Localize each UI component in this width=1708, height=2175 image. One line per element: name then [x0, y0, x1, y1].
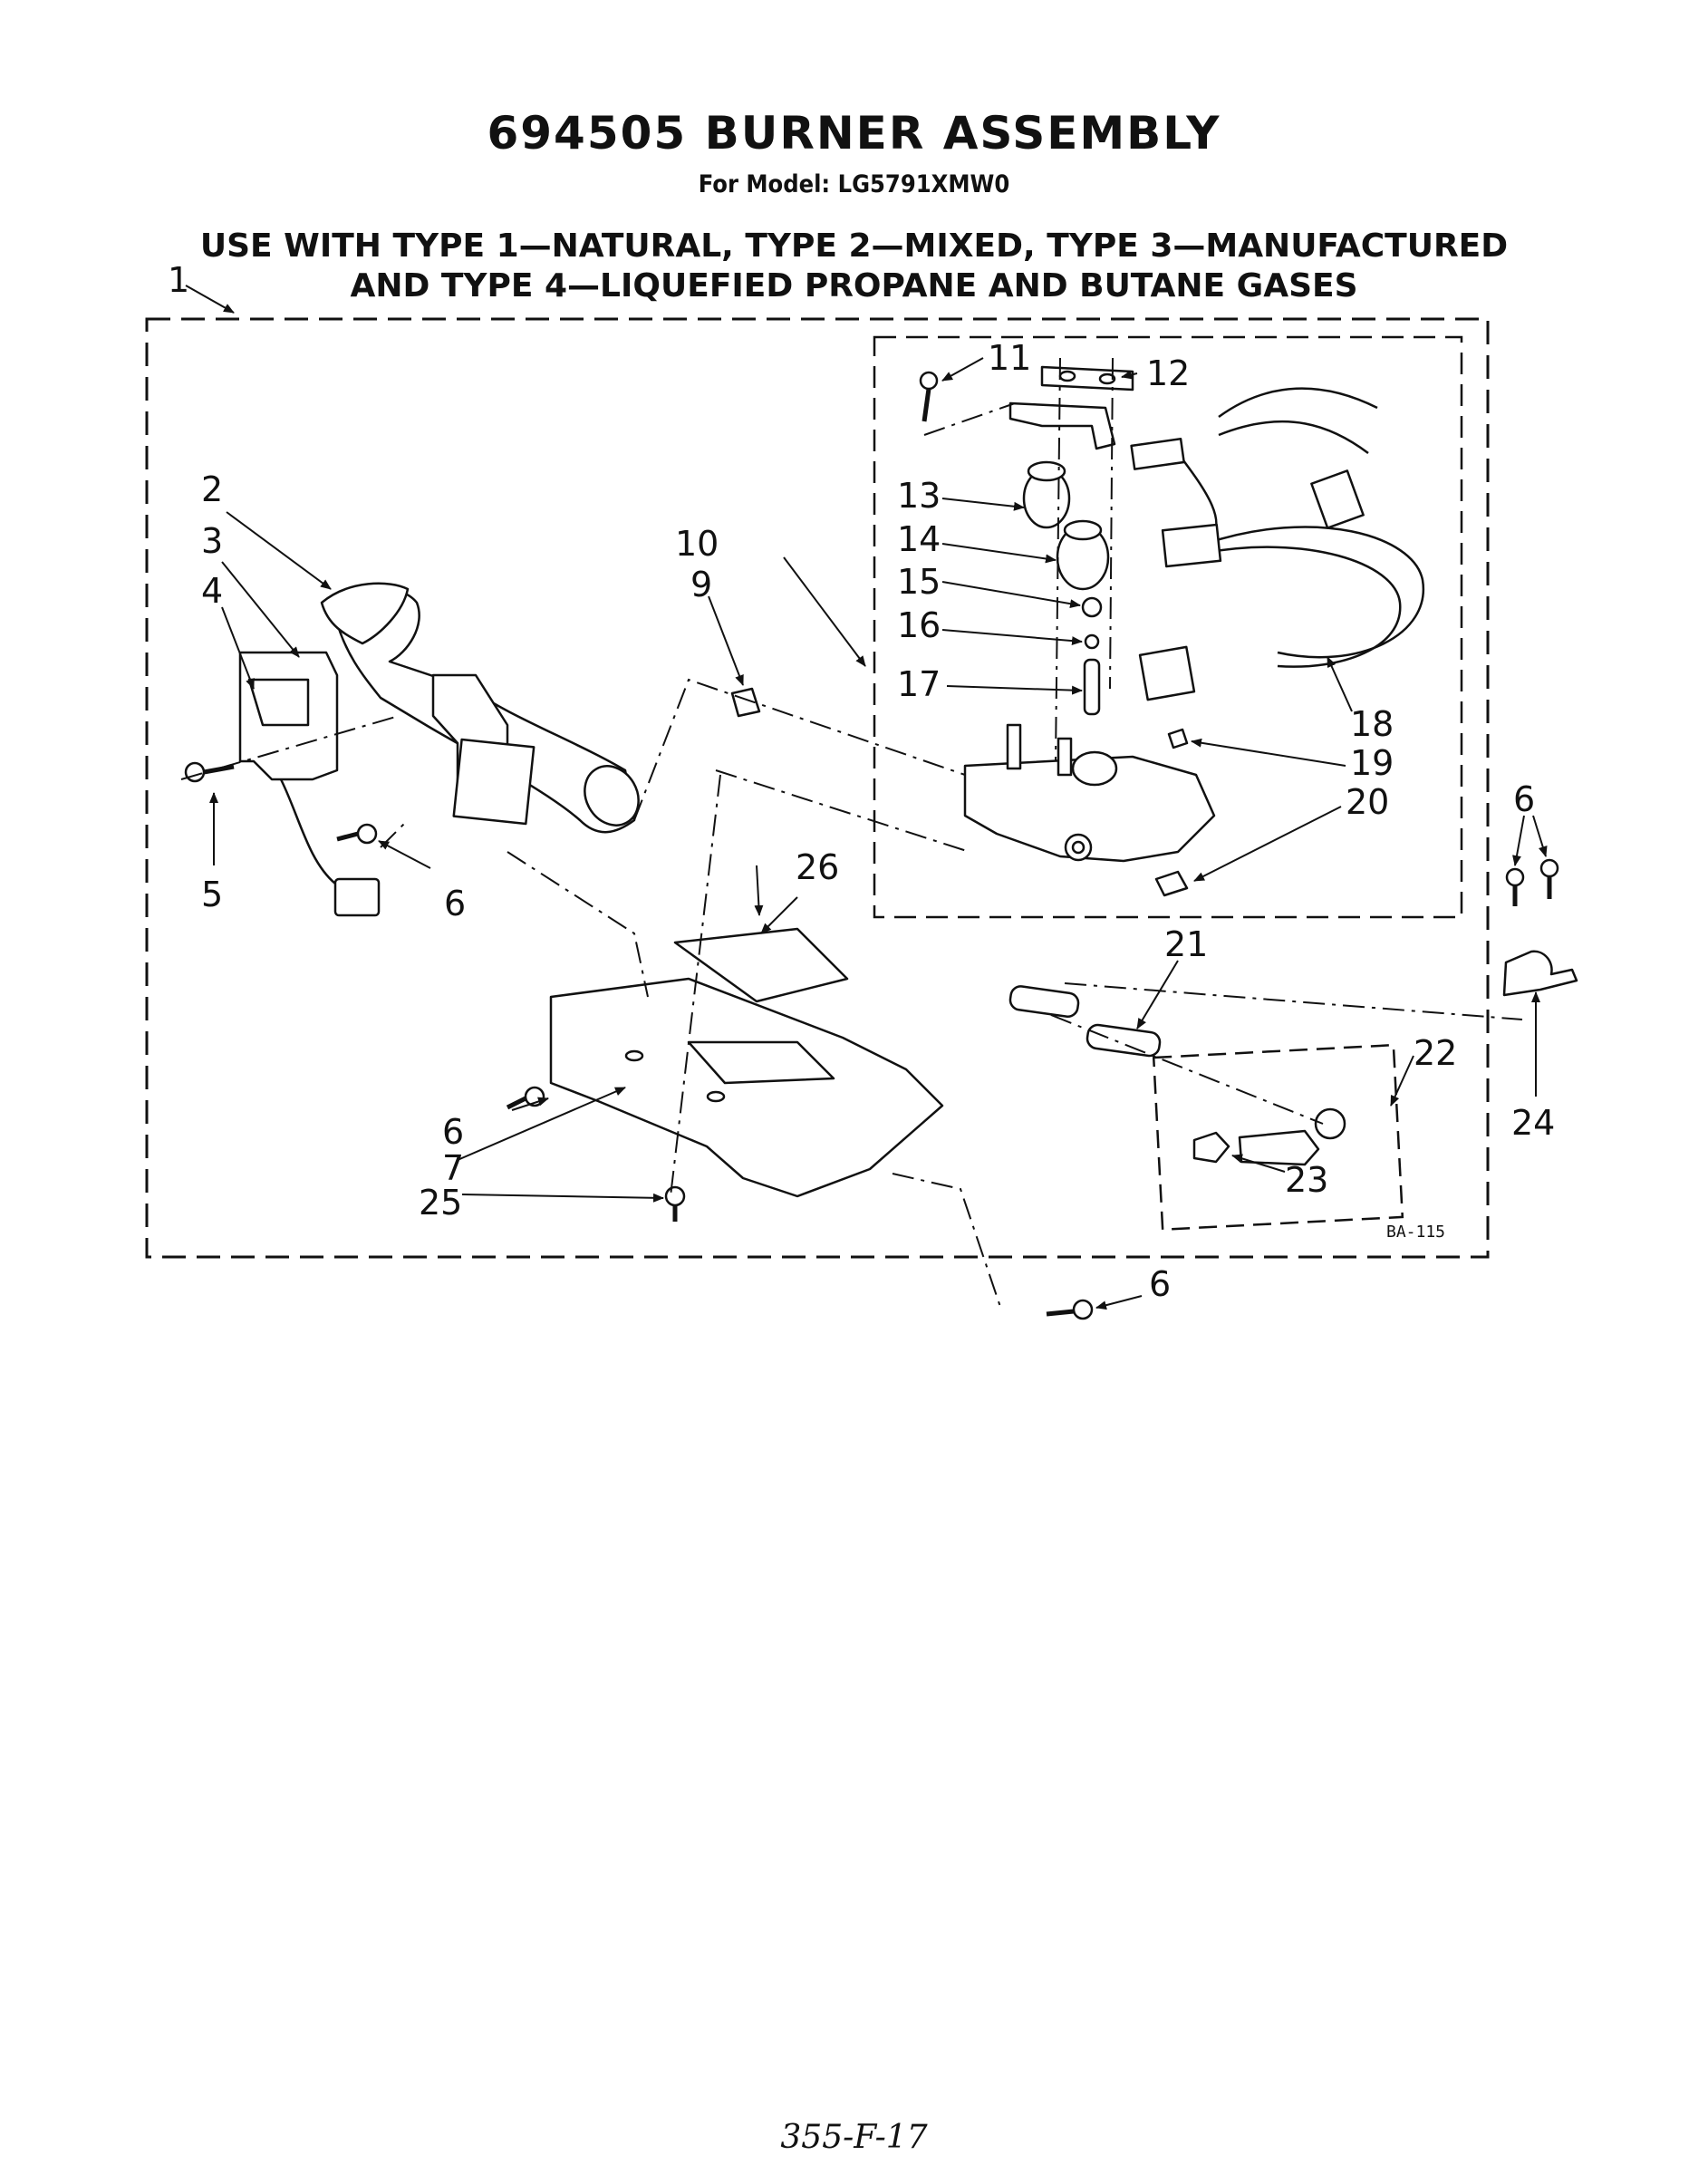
- valve-regulator: [1071, 750, 1118, 787]
- callout-1: 1: [168, 260, 189, 300]
- plate-26: [673, 927, 849, 1003]
- callout-2: 2: [201, 469, 223, 509]
- orifice-tip: [1314, 1107, 1346, 1140]
- clamp-24: [1502, 950, 1578, 997]
- callouts: 1 2 3 4 5 6 6 7 25 6 6 9 10 11 12 13 14 …: [168, 260, 1555, 1304]
- callout-14: 14: [897, 519, 941, 559]
- callout-16: 16: [897, 605, 941, 645]
- valve-post-b: [1057, 737, 1073, 777]
- callout-10: 10: [675, 524, 719, 564]
- callout-19: 19: [1350, 743, 1394, 783]
- screw-6-clamp-b: [1539, 858, 1559, 899]
- callout-21: 21: [1164, 924, 1208, 964]
- callout-9: 9: [690, 565, 712, 604]
- callout-13: 13: [897, 476, 941, 516]
- screw-6-bottom: [1046, 1299, 1094, 1320]
- callout-6-igniter: 6: [444, 884, 466, 923]
- callout-3: 3: [201, 521, 223, 561]
- mounting-plate-12: [1040, 365, 1134, 392]
- callout-26: 26: [796, 847, 839, 887]
- page-title: 694505 BURNER ASSEMBLY: [487, 107, 1221, 160]
- leader-lines: [185, 285, 1540, 1310]
- igniter-connector: [333, 877, 381, 917]
- callout-15: 15: [897, 562, 941, 602]
- diagram-code: BA-115: [1386, 1223, 1445, 1242]
- spring-17: [1083, 658, 1101, 716]
- igniter-element: [247, 678, 310, 727]
- screw-6-bracket: [506, 1086, 545, 1110]
- burner-tube-bell: [320, 582, 410, 645]
- callout-22: 22: [1414, 1033, 1457, 1073]
- assembly-lines: [180, 357, 1523, 1310]
- hex-nut-23: [1192, 1131, 1230, 1164]
- valve-subassembly-boundary: [873, 335, 1463, 919]
- callout-12: 12: [1146, 353, 1190, 393]
- gas-valve-body: [963, 755, 1216, 863]
- screw-25: [664, 1185, 686, 1222]
- callout-6-bracket: 6: [442, 1112, 464, 1152]
- callout-23: 23: [1285, 1160, 1328, 1200]
- callout-25: 25: [419, 1183, 462, 1223]
- callout-18: 18: [1350, 704, 1394, 744]
- screw-11: [919, 371, 939, 422]
- tube-21a: [1008, 985, 1080, 1018]
- callout-5: 5: [201, 875, 223, 914]
- mounting-bracket-12: [1008, 401, 1116, 450]
- valve-post-a: [1006, 723, 1022, 770]
- part-16: [1084, 633, 1100, 650]
- screw-6-igniter: [336, 823, 378, 845]
- leader-lines-extra: [760, 815, 1548, 934]
- callout-11: 11: [988, 338, 1031, 378]
- orifice-subassembly-boundary: [1152, 1043, 1404, 1232]
- callout-6-clamp: 6: [1513, 779, 1535, 819]
- harness-connector-d: [1138, 645, 1196, 701]
- harness-connector-b: [1310, 469, 1365, 529]
- igniter-wire: [279, 778, 336, 884]
- burner-tube-mouth: [584, 765, 640, 826]
- fitting-9: [730, 687, 761, 718]
- callout-17: 17: [897, 664, 941, 704]
- fitting-20: [1154, 870, 1189, 897]
- callout-7: 7: [442, 1148, 464, 1188]
- handwritten-note: 355-F-17: [780, 2119, 928, 2156]
- model-subtitle: For Model: LG5791XMW0: [698, 170, 1010, 198]
- screw-6-clamp-a: [1505, 867, 1525, 906]
- gas-type-usage: USE WITH TYPE 1—NATURAL, TYPE 2—MIXED, T…: [0, 227, 1708, 306]
- fitting-19: [1167, 728, 1189, 749]
- flame-sensor: [452, 738, 536, 826]
- callout-4: 4: [201, 571, 223, 611]
- callout-20: 20: [1346, 782, 1389, 822]
- callout-6-bottom: 6: [1149, 1264, 1171, 1304]
- burner-base-rib: [687, 1040, 835, 1085]
- callout-24: 24: [1511, 1103, 1555, 1143]
- harness-connector-a: [1130, 437, 1185, 470]
- burner-base-bracket-7: [549, 977, 944, 1198]
- part-15: [1081, 596, 1103, 618]
- assembly-boundary: [145, 317, 1490, 1259]
- tube-21b: [1086, 1023, 1162, 1058]
- parts-drawing: [184, 365, 1578, 1320]
- usage-line-2: AND TYPE 4—LIQUEFIED PROPANE AND BUTANE …: [350, 267, 1358, 304]
- usage-line-1: USE WITH TYPE 1—NATURAL, TYPE 2—MIXED, T…: [199, 227, 1509, 265]
- harness-connector-c: [1161, 523, 1222, 568]
